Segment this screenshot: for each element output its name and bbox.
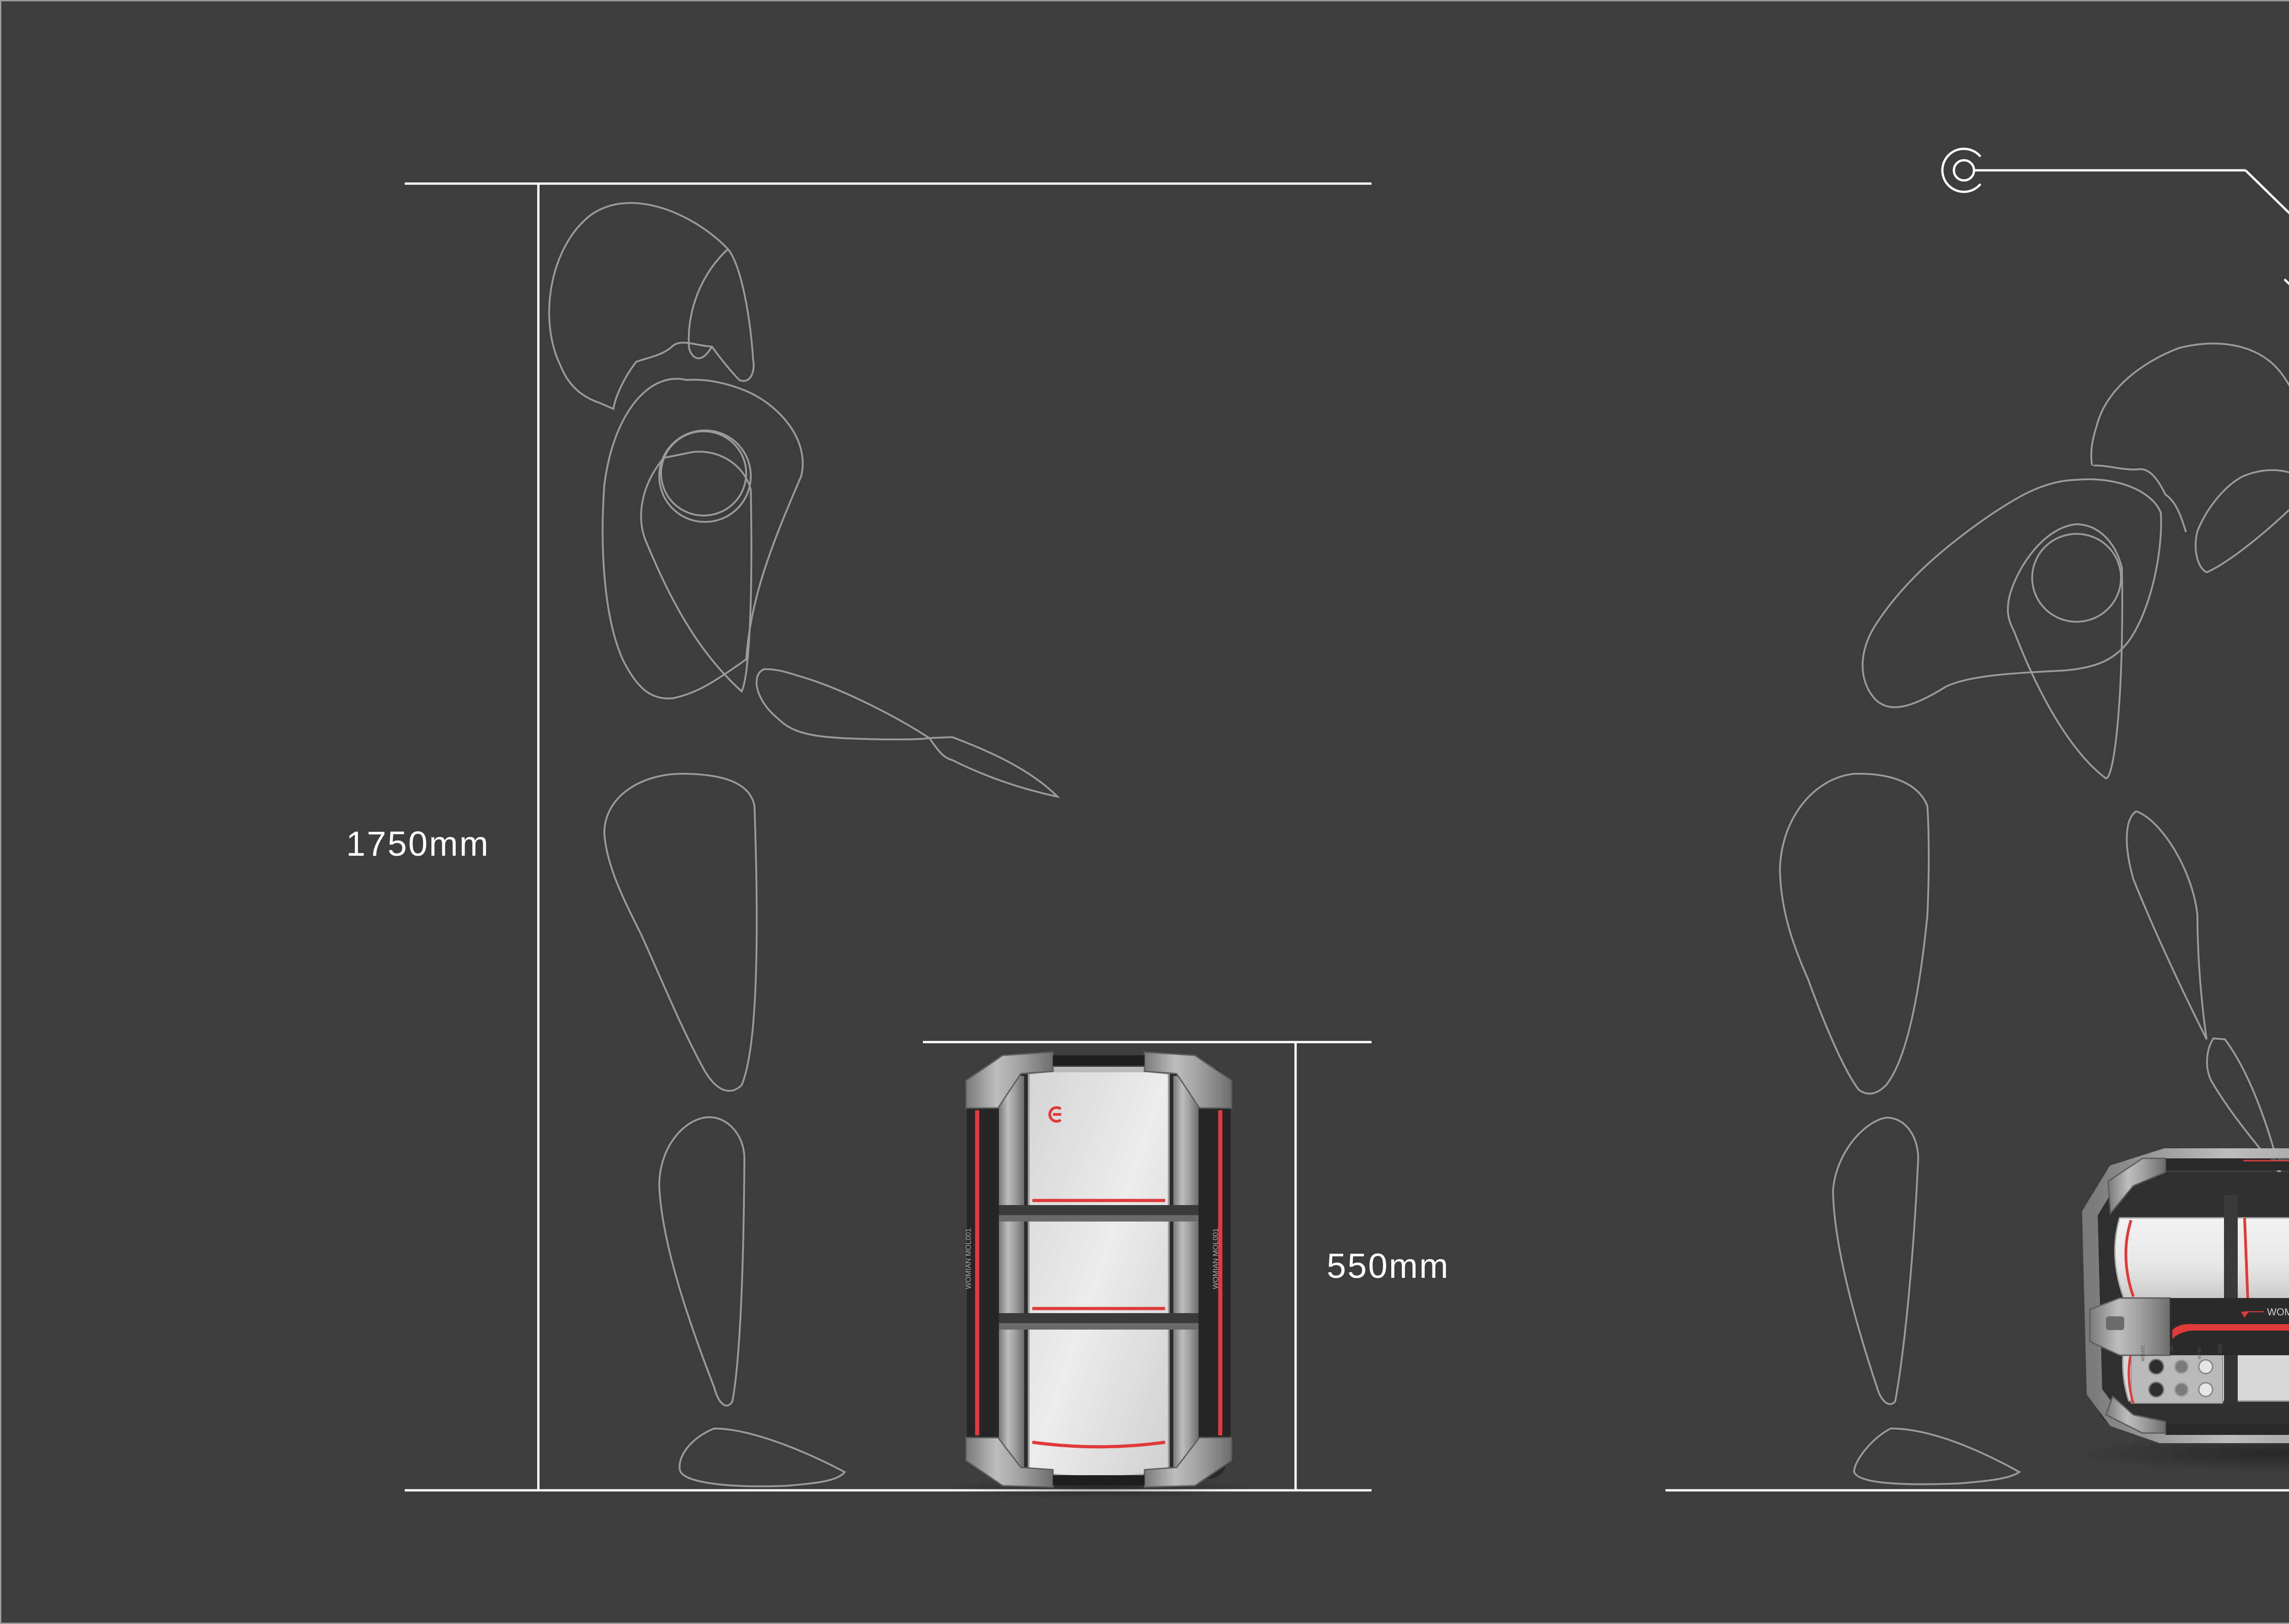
model-text-right-post: WOMIAN MOL001 [1212, 1228, 1220, 1289]
shoulder-joint-inner [660, 430, 747, 516]
product-height-dimension-label: 550mm [1327, 1247, 1450, 1286]
product-upright [948, 1051, 1250, 1498]
corner-guards [2105, 1157, 2166, 1434]
forearm-outline [2126, 810, 2208, 1040]
title-badge [1941, 147, 2289, 286]
model-text-left-post: WOMIAN MOL001 [965, 1228, 973, 1289]
handle-bar [2089, 1297, 2289, 1356]
shoulder-joint-outer [658, 429, 752, 523]
front-panel [1028, 1068, 1170, 1477]
port-type-dc: DC [2168, 1345, 2174, 1352]
side-post-right [1199, 1108, 1231, 1438]
port-label-usb-1: 1A 2A [2196, 1347, 2202, 1359]
neck-outline [2093, 464, 2187, 532]
upper-arm-outline [2007, 523, 2123, 780]
g-logo-icon [1048, 1106, 1062, 1123]
product-lying [2082, 1148, 2289, 1472]
foot-outline [678, 1427, 846, 1488]
port-label-dc-1: 12V10A [2140, 1345, 2145, 1362]
shin-outline [1832, 1116, 1920, 1405]
strap-bands [999, 1199, 1199, 1449]
face-outline [688, 248, 729, 359]
upper-arm-outline [640, 451, 753, 693]
cage-bottom [965, 1437, 1232, 1488]
drum-upper [2114, 1217, 2289, 1300]
shin-outline [658, 1116, 746, 1407]
port-type-usb: USB [2217, 1344, 2222, 1353]
thigh-outline [603, 772, 758, 1092]
torso-outline [1861, 478, 2162, 708]
shoulder-joint-outer [2031, 533, 2122, 623]
head-outline [2090, 342, 2289, 466]
forearm-outline [755, 668, 932, 741]
hand-outline [928, 736, 1061, 798]
torso-outline [602, 378, 804, 700]
face-outline [2195, 469, 2289, 574]
model-text-handle: WOMIAN MOL001 [2267, 1306, 2289, 1318]
foot-outline [1853, 1427, 2021, 1485]
height-dimension-label: 1750mm [346, 825, 490, 864]
side-post-left [967, 1108, 999, 1438]
model-text-top-bar: WOMIAN MOL001 [2271, 1157, 2289, 1162]
head-outline [548, 202, 755, 410]
thigh-outline [1779, 772, 1930, 1095]
human-silhouette-standing [548, 202, 1061, 1488]
human-silhouette-bending [1779, 342, 2289, 1485]
left-dimension-lines [405, 182, 1372, 1492]
cage-top [965, 1051, 1232, 1109]
